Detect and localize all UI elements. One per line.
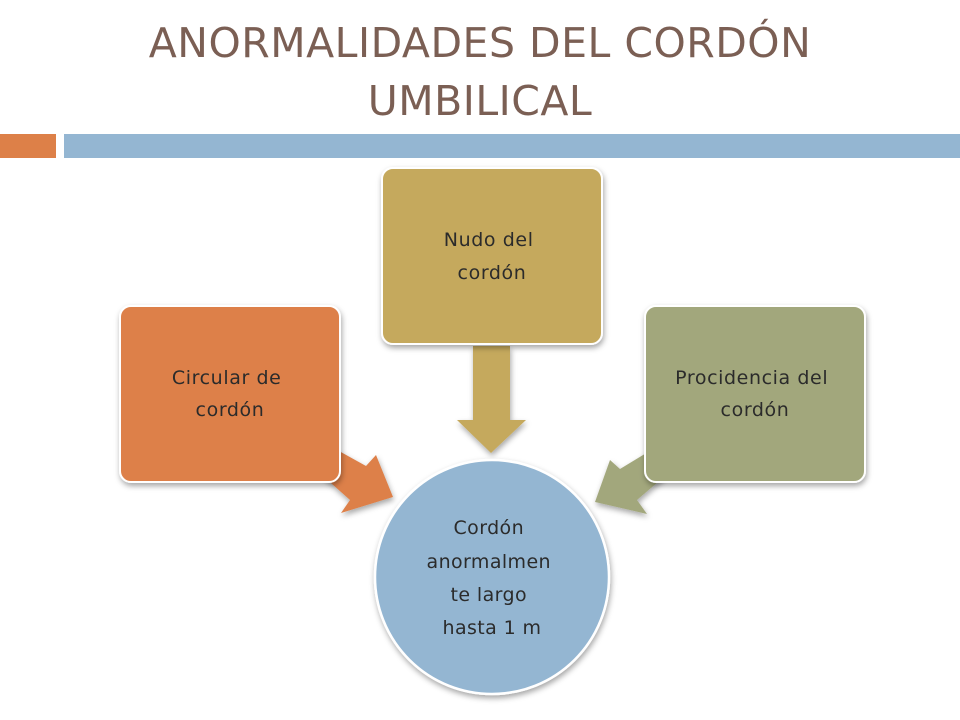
title-underline-bar — [64, 134, 960, 158]
node-procidencia-line-2: cordón — [721, 399, 790, 421]
node-circular-line-1: Circular de — [172, 367, 282, 389]
node-circular-de-cordon-label: Circular de cordón — [172, 367, 288, 421]
node-procidencia-line-1: Procidencia del — [675, 367, 828, 389]
center-node-shape — [373, 458, 611, 696]
slide-title: ANORMALIDADES DEL CORDÓN UMBILICAL — [60, 14, 900, 130]
node-nudo-line-2: cordón — [458, 262, 527, 284]
center-node-label: Cordón anormalmen te largo hasta 1 m — [427, 517, 558, 639]
node-circular-de-cordon-shape — [119, 305, 341, 483]
node-procidencia-del-cordon-label: Procidencia del cordón — [675, 367, 835, 421]
center-node-line-1: Cordón — [454, 517, 525, 539]
node-nudo-del-cordon: Nudo del cordón — [381, 167, 603, 345]
node-circular-line-2: cordón — [196, 399, 265, 421]
node-nudo-del-cordon-shape — [381, 167, 603, 345]
title-line-2: UMBILICAL — [367, 77, 593, 125]
node-circular-de-cordon: Circular de cordón — [119, 305, 341, 483]
arrow-top — [457, 346, 526, 453]
node-nudo-line-1: Nudo del — [444, 229, 534, 251]
title-accent-bar — [0, 134, 56, 158]
center-node: Cordón anormalmen te largo hasta 1 m — [373, 458, 611, 696]
center-node-line-4: hasta 1 m — [443, 617, 542, 639]
node-procidencia-del-cordon-shape — [644, 305, 866, 483]
node-procidencia-del-cordon: Procidencia del cordón — [644, 305, 866, 483]
node-nudo-del-cordon-label: Nudo del cordón — [444, 229, 540, 284]
title-line-1: ANORMALIDADES DEL CORDÓN — [148, 19, 812, 67]
center-node-line-3: te largo — [451, 584, 527, 606]
center-node-line-2: anormalmen — [427, 551, 551, 573]
